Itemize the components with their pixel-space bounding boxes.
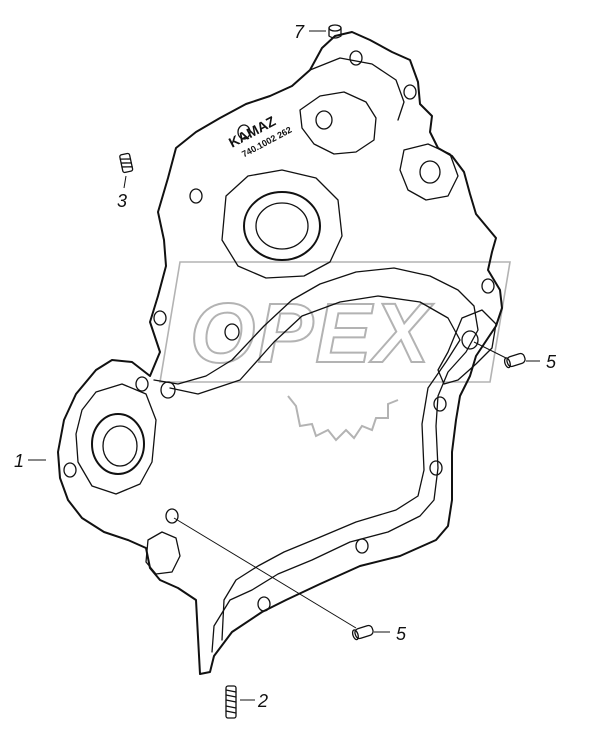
left-lobe-rim	[75, 383, 157, 495]
bolt-hole	[165, 508, 179, 524]
dowel-body	[354, 624, 374, 640]
stud-thread	[225, 689, 237, 714]
stud-part-2	[225, 685, 237, 719]
leader-5a-to-cover	[473, 341, 507, 359]
bore-flange	[221, 169, 343, 279]
stud-part-3	[119, 152, 134, 174]
bolt-hole	[349, 50, 363, 66]
plug-top	[328, 24, 342, 32]
callout-1: 1	[14, 451, 24, 471]
watermark-frame-icon	[159, 261, 511, 383]
callout-2: 2	[257, 691, 268, 711]
leader-3	[123, 175, 127, 189]
bolt-hole	[189, 188, 203, 204]
dowel-body	[506, 352, 526, 368]
crank-seal-bore	[91, 413, 145, 475]
bolt-hole	[481, 278, 495, 294]
upper-bore-inner	[255, 202, 309, 250]
bolt-hole	[63, 462, 77, 478]
opex-watermark: OPEX	[159, 261, 511, 442]
stud-thread	[119, 158, 133, 168]
watermark-gear-icon	[287, 395, 399, 442]
bolt-hole	[237, 124, 251, 140]
bolt-hole	[433, 396, 447, 412]
callout-labels: 7 3 1 5 5 2	[14, 22, 557, 711]
dowel-pin-upper	[503, 352, 526, 369]
bolt-hole	[224, 323, 240, 341]
callout-5-upper: 5	[546, 352, 557, 372]
upper-boss-rib	[309, 57, 405, 121]
cover-outline	[57, 31, 503, 675]
inner-cavity-line	[169, 295, 461, 641]
crank-seal-bore-inner	[102, 425, 138, 467]
callout-7: 7	[294, 22, 305, 42]
upper-boss-detail	[299, 91, 377, 155]
bolt-hole	[315, 110, 333, 130]
bolt-hole	[403, 84, 417, 100]
gasket-flange-line	[153, 267, 479, 653]
plug-body	[328, 27, 342, 39]
timing-gear-cover: KAMAZ 740.1002 262	[57, 31, 503, 675]
bolt-hole	[257, 596, 271, 612]
callout-5-lower: 5	[396, 624, 407, 644]
right-bracket-hole	[419, 160, 441, 184]
upper-bore	[243, 191, 321, 261]
plug-part	[328, 24, 342, 39]
callout-3: 3	[117, 191, 127, 211]
bolt-hole	[135, 376, 149, 392]
leader-5b-to-cover	[173, 517, 357, 629]
bolt-hole	[160, 381, 176, 399]
leader-lines	[28, 30, 540, 701]
right-dowel-lug	[437, 309, 497, 385]
lower-left-boss	[145, 531, 181, 575]
cast-marking: KAMAZ 740.1002 262	[226, 113, 294, 160]
watermark-text: OPEX	[190, 286, 434, 380]
stud-body	[119, 152, 134, 174]
bolt-hole	[355, 538, 369, 554]
bolt-hole	[153, 310, 167, 326]
right-bracket	[399, 143, 459, 201]
bolt-hole	[429, 460, 443, 476]
bolt-holes	[63, 50, 495, 612]
right-lug-hole	[461, 330, 479, 350]
